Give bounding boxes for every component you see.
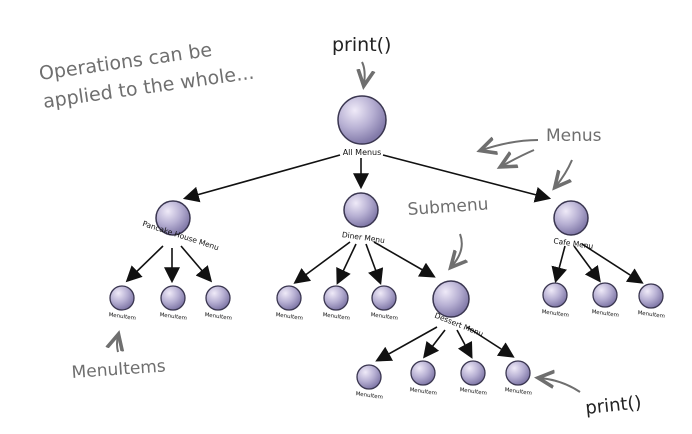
menu-item-node: MenuItem: [322, 285, 350, 322]
menu-item-node: MenuItem: [409, 360, 437, 397]
tree-edges: [125, 154, 644, 362]
edge-dessert-to-item1: [375, 326, 438, 362]
edge-cafe-to-item2: [573, 245, 601, 283]
menu-item-label: MenuItem: [637, 310, 665, 320]
edge-pancake-to-item1: [125, 245, 164, 283]
node-cafe-menu: Cafe Menu: [553, 200, 594, 251]
menu-item-node: MenuItem: [370, 285, 398, 322]
menu-items-pancake: MenuItem MenuItem MenuItem: [108, 285, 232, 322]
annotation-submenu-text: Submenu: [407, 194, 489, 220]
annotation-menuitems: MenuItems: [71, 336, 167, 383]
menu-item-node: MenuItem: [275, 285, 303, 322]
edge-diner-to-item2: [336, 243, 357, 285]
node-label-cafe-menu: Cafe Menu: [553, 236, 594, 251]
menu-item-label: MenuItem: [204, 312, 232, 322]
annotation-print-bottom-text: print(): [584, 392, 642, 419]
edge-diner-to-item3: [365, 243, 384, 286]
menu-item-label: MenuItem: [159, 312, 187, 322]
menu-item-label: MenuItem: [322, 312, 350, 322]
node-pancake-house-menu: Pancake House Menu: [141, 200, 220, 252]
menu-item-node: MenuItem: [591, 282, 619, 319]
menuitems-arrow-icon: [117, 336, 118, 353]
annotation-menus-text: Menus: [546, 126, 602, 146]
menu-items-dessert: MenuItem MenuItem MenuItem MenuItem: [355, 360, 532, 401]
node-diner-menu: Diner Menu: [341, 192, 386, 245]
node-label-all-menus: All Menus: [343, 148, 382, 157]
menu-item-label: MenuItem: [355, 391, 383, 401]
menu-item-label: MenuItem: [409, 387, 437, 397]
menu-items-cafe: MenuItem MenuItem MenuItem: [541, 282, 665, 320]
edge-all-to-cafe: [382, 154, 552, 203]
menu-item-node: MenuItem: [504, 360, 532, 397]
menu-item-node: MenuItem: [541, 282, 569, 319]
menu-item-node: MenuItem: [159, 285, 187, 322]
edge-cafe-to-item3: [581, 243, 644, 284]
print-bottom-arrow-icon: [540, 378, 581, 393]
menu-item-label: MenuItem: [541, 309, 569, 319]
menus-arrow-left-icon: [482, 140, 539, 150]
menu-item-node: MenuItem: [108, 285, 136, 322]
menu-item-label: MenuItem: [108, 312, 136, 322]
menu-item-label: MenuItem: [370, 312, 398, 322]
menu-item-label: MenuItem: [459, 387, 487, 397]
annotation-print-top-text: print(): [332, 34, 391, 56]
edge-diner-to-dessert: [373, 241, 436, 278]
node-all-menus: All Menus: [337, 95, 387, 157]
edge-cafe-to-item1: [551, 245, 568, 284]
submenu-arrow-icon: [452, 233, 462, 266]
edge-dessert-to-item2: [423, 329, 446, 359]
menu-items-diner: MenuItem MenuItem MenuItem: [275, 285, 398, 322]
menu-item-label: MenuItem: [504, 387, 532, 397]
edge-all-to-pancake: [182, 154, 341, 203]
annotation-print-bottom: print(): [540, 378, 643, 419]
annotation-menus: Menus: [482, 126, 602, 186]
menu-item-label: MenuItem: [591, 309, 619, 319]
annotation-operations: Operations can be applied to the whole..…: [38, 39, 256, 113]
print-top-arrow-icon: [362, 61, 365, 84]
annotation-menuitems-text: MenuItems: [71, 356, 167, 383]
menu-item-node: MenuItem: [459, 360, 487, 397]
menus-arrow-down-icon: [556, 159, 573, 186]
annotation-print-top: print(): [332, 34, 391, 84]
menus-arrow-left2-icon: [502, 149, 535, 166]
edge-pancake-to-item3: [180, 245, 213, 283]
annotation-submenu: Submenu: [407, 194, 489, 266]
edge-dessert-to-item4: [466, 326, 515, 358]
node-dessert-menu: Dessert Menu: [432, 280, 485, 339]
menu-item-node: MenuItem: [355, 364, 383, 401]
menu-item-node: MenuItem: [637, 283, 665, 320]
edge-diner-to-item1: [293, 241, 351, 284]
menu-item-node: MenuItem: [204, 285, 232, 322]
edge-dessert-to-item3: [456, 329, 473, 359]
menu-item-label: MenuItem: [275, 312, 303, 322]
